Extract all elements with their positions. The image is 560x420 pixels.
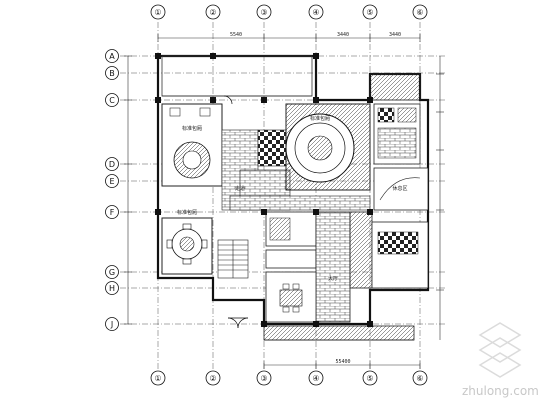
svg-text:E: E [109,177,114,186]
row-axis-bubbles: A B C D E F G H J [105,49,119,331]
bottom-dimension-line: 55400 [263,359,421,369]
private-room-left-bottom: 标准包厢 [161,209,213,275]
svg-text:⑥: ⑥ [416,8,423,17]
column-axis-bubbles: ① ② ③ ④ ⑤ ⑥ ① ② ③ ④ ⑤ ⑥ [150,4,428,386]
svg-text:③: ③ [260,8,267,17]
svg-text:F: F [110,208,115,217]
axis-bubble-J: J [105,317,119,331]
axis-bubble-5-bottom: ⑤ [362,370,378,386]
svg-text:G: G [109,268,115,277]
axis-bubble-F: F [105,205,119,219]
axis-bubble-H: H [105,281,119,295]
svg-text:标准包厢: 标准包厢 [177,209,197,216]
dim-label-1: 5540 [230,32,242,38]
dim-label-3: 3440 [389,32,401,38]
axis-bubble-2-top: ② [205,4,221,20]
svg-text:A: A [109,52,115,61]
right-dimension-line [436,56,444,340]
top-terrace [161,55,313,97]
svg-text:④: ④ [312,374,319,383]
svg-text:②: ② [209,8,216,17]
lower-dining-room [265,271,317,323]
svg-text:⑤: ⑤ [366,8,373,17]
axis-bubble-6-top: ⑥ [412,4,428,20]
watermark: zhulong.com [462,322,539,398]
central-round-room: 标准包厢 [285,103,371,191]
svg-text:⑥: ⑥ [416,374,423,383]
axis-bubble-A: A [105,49,119,63]
axis-bubble-5-top: ⑤ [362,4,378,20]
svg-text:标准包厢: 标准包厢 [182,125,202,132]
axis-bubble-2-bottom: ② [205,370,221,386]
svg-text:①: ① [154,374,161,383]
dim-label-2: 3440 [337,32,349,38]
watermark-logo-icon [478,322,522,378]
svg-text:C: C [109,96,115,105]
svg-text:②: ② [209,374,216,383]
left-dimension-line [124,55,132,325]
axis-bubble-G: G [105,265,119,279]
svg-text:B: B [109,69,115,78]
svg-text:大厅: 大厅 [328,275,338,282]
axis-bubble-E: E [105,174,119,188]
dim-label-bottom: 55400 [335,359,350,365]
right-wing: 休息区 [369,73,429,211]
outer-walls [156,54,430,326]
svg-text:标准包厢: 标准包厢 [310,115,330,122]
svg-text:休息区: 休息区 [392,185,407,192]
watermark-text: zhulong.com [462,384,539,398]
axis-bubble-C: C [105,93,119,107]
private-room-left-top: 标准包厢 [161,103,223,187]
axis-bubble-6-bottom: ⑥ [412,370,428,386]
axis-bubble-4-bottom: ④ [308,370,324,386]
lower-rooms: 大厅 [265,211,429,323]
axis-bubble-3-bottom: ③ [256,370,272,386]
central-corridor: 走道 [221,129,371,211]
entrance-doors [223,95,249,329]
structural-columns [155,53,373,327]
svg-text:D: D [109,160,115,169]
svg-text:⑤: ⑤ [366,374,373,383]
axis-bubble-4-top: ④ [308,4,324,20]
axis-bubble-1-top: ① [150,4,166,20]
svg-text:④: ④ [312,8,319,17]
staircase [217,239,249,279]
axis-bubble-B: B [105,66,119,80]
svg-text:走道: 走道 [235,185,245,192]
axis-bubble-1-bottom: ① [150,370,166,386]
svg-text:①: ① [154,8,161,17]
axis-bubble-D: D [105,157,119,171]
svg-text:J: J [110,320,113,329]
svg-text:③: ③ [260,374,267,383]
bottom-terrace [263,325,415,341]
top-dimension-line: 5540 3440 3440 [157,32,421,42]
svg-text:H: H [109,284,115,293]
axis-bubble-3-top: ③ [256,4,272,20]
